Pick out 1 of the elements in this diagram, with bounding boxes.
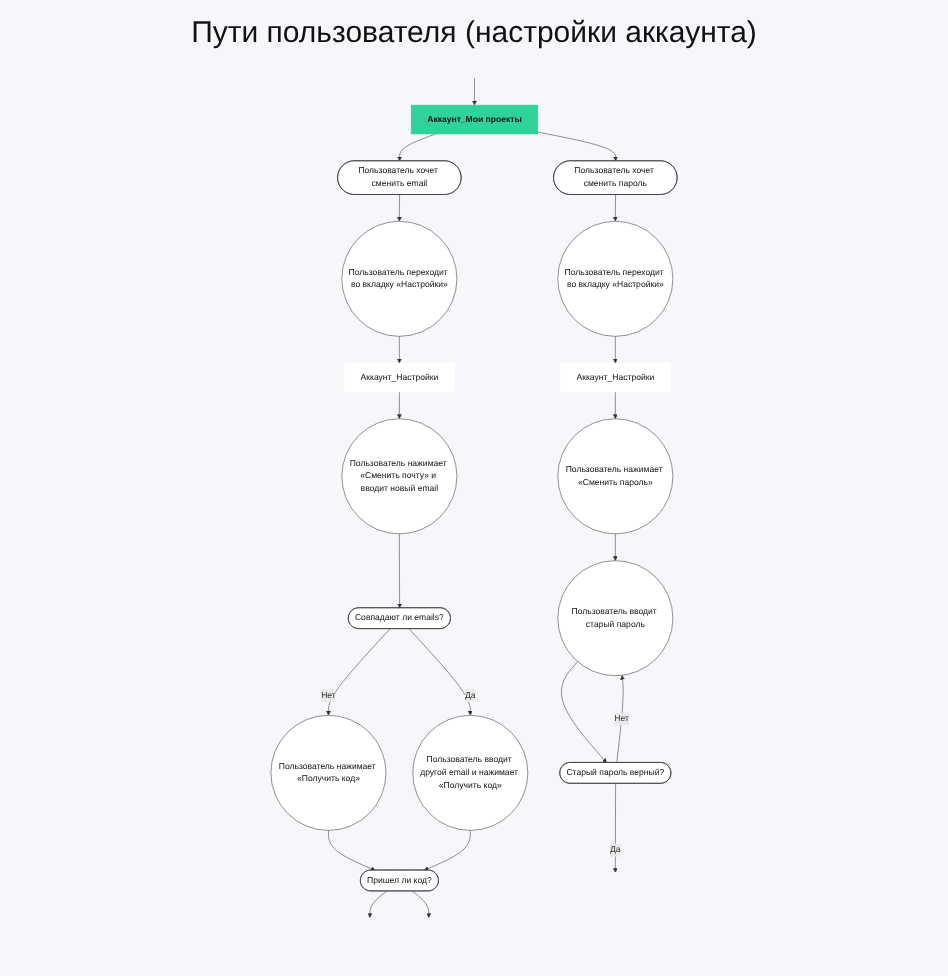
diagram-title: Пути пользователя (настройки аккаунта)	[189, 16, 759, 50]
